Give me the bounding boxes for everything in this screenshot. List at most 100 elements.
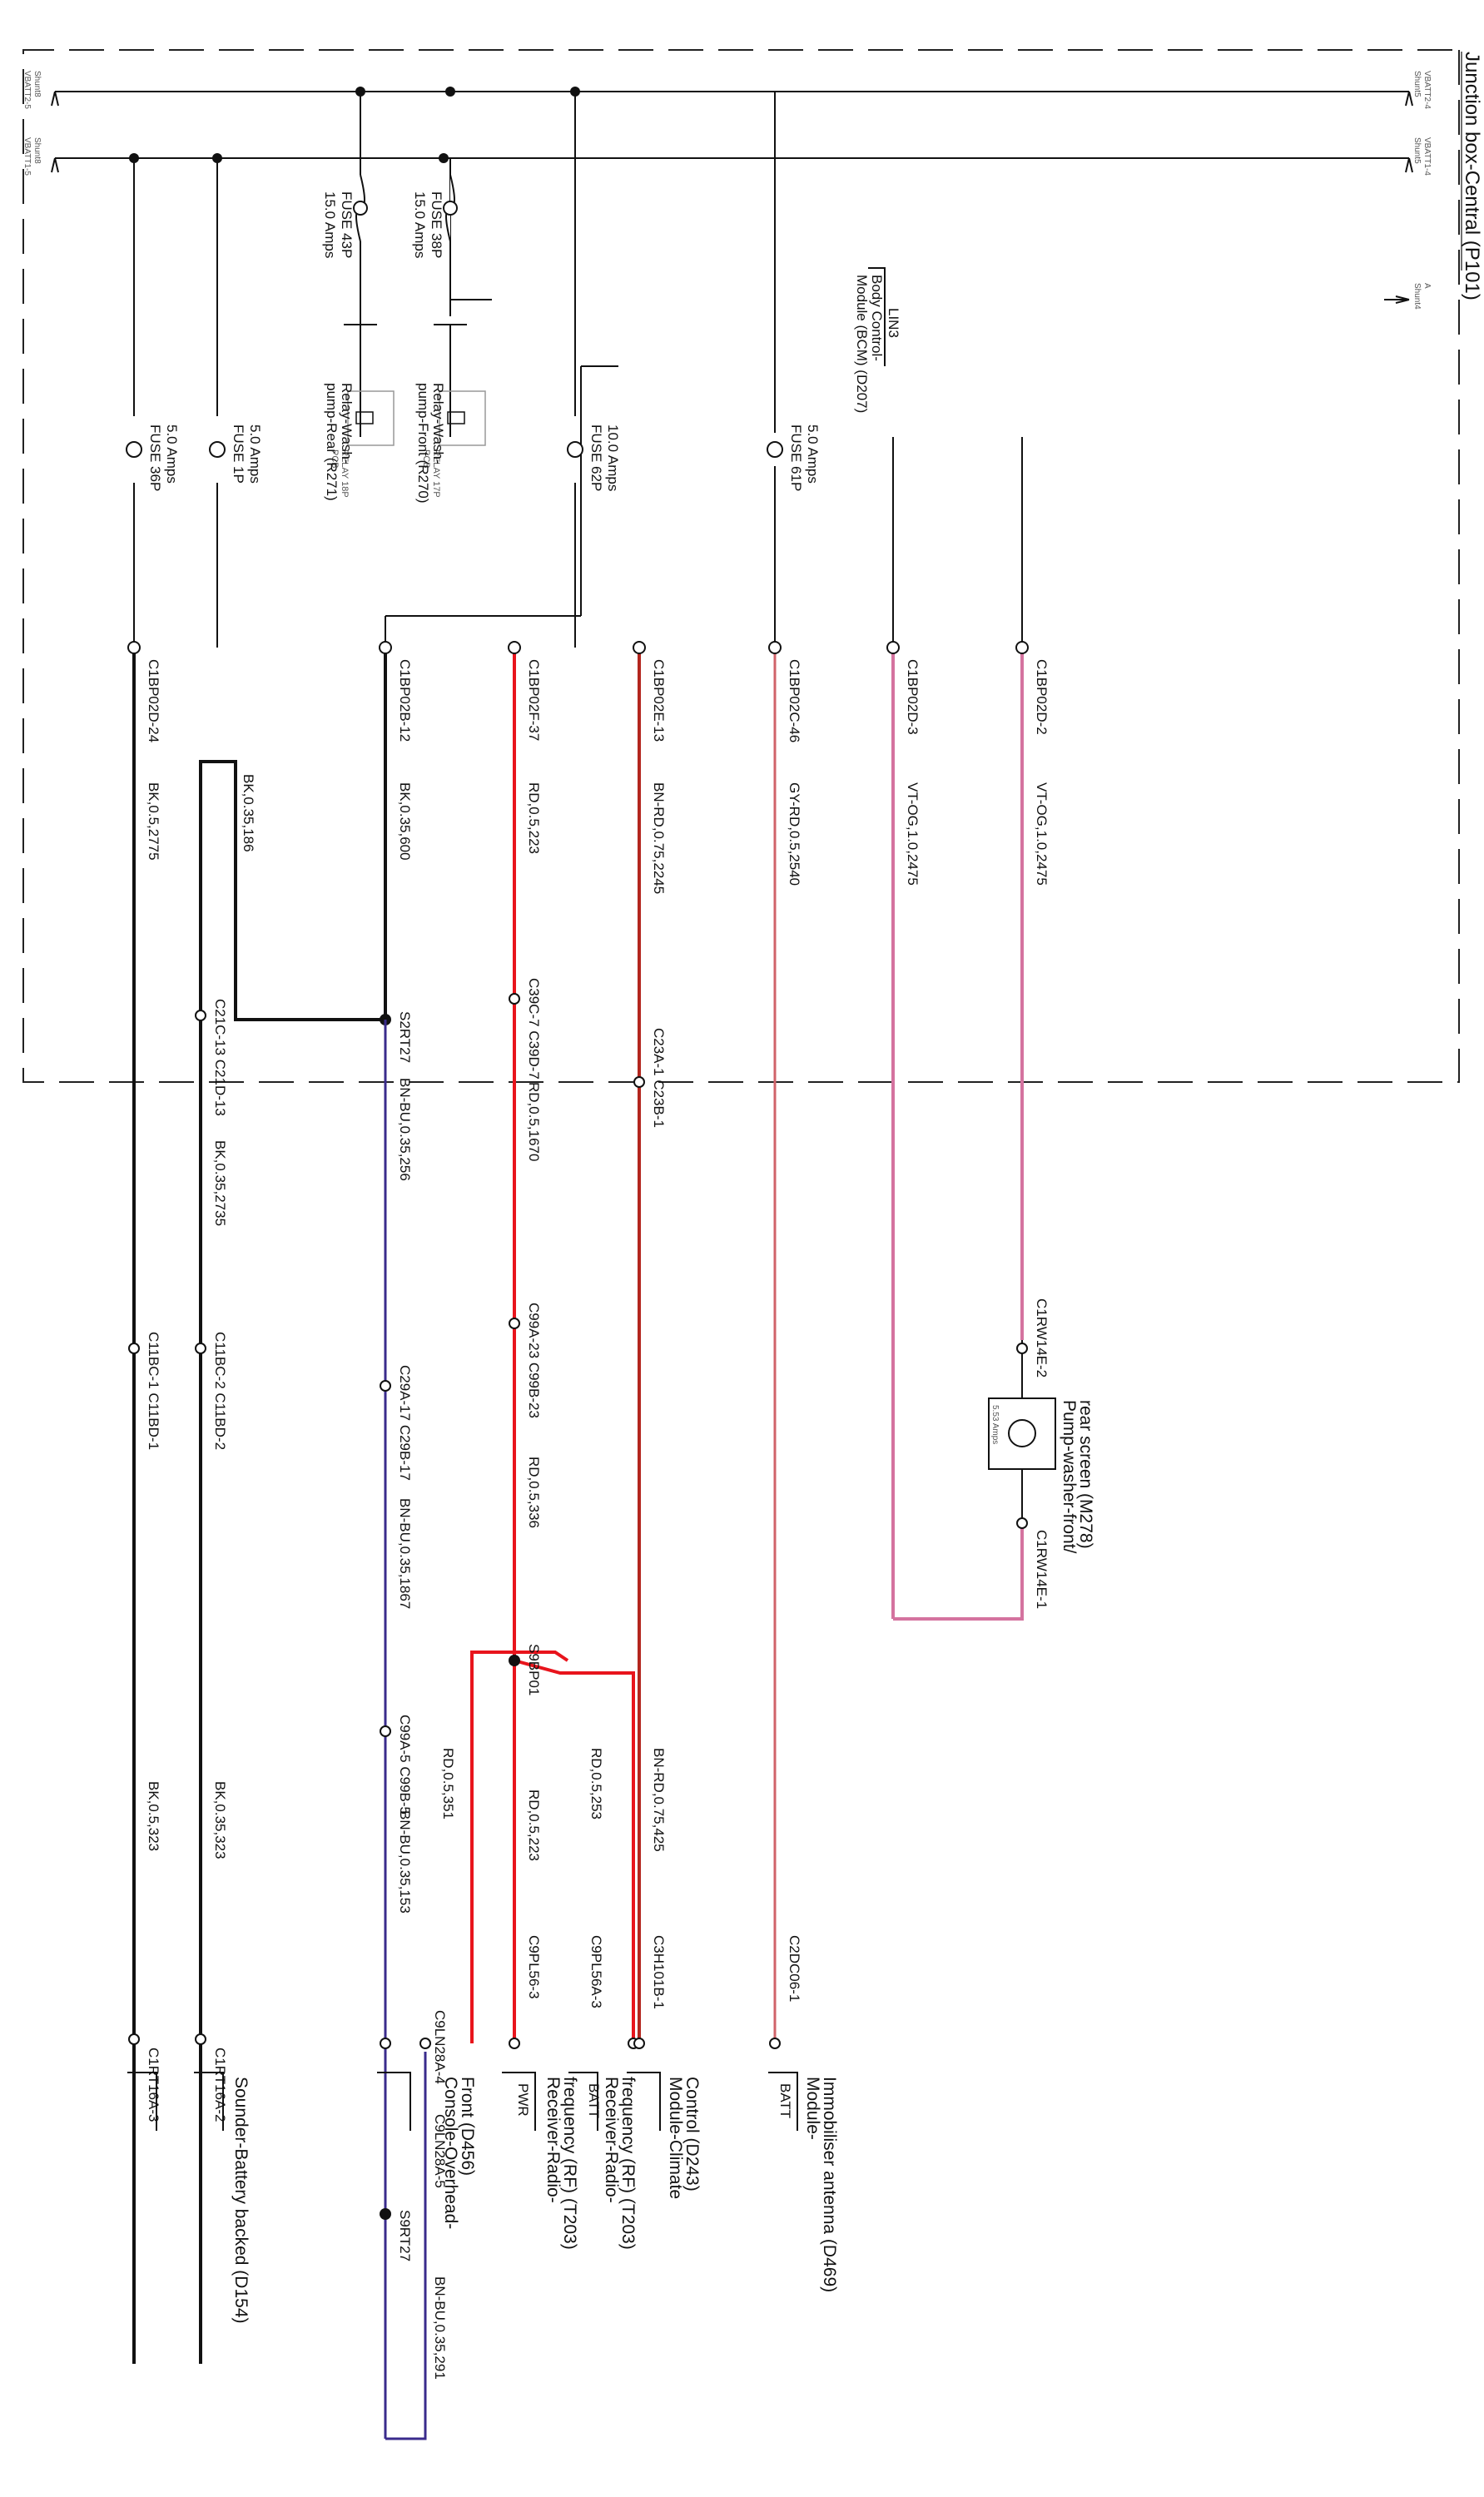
c3-splice-label: S9BP01 <box>526 1644 542 1695</box>
c2-end-label: C9LN28A-4 <box>432 2010 448 2084</box>
feed-label-a: A <box>1422 283 1432 289</box>
console-line1: Console-Overhead- <box>441 2077 460 2229</box>
c4-end-label: C3H101B-1 <box>651 1935 667 2009</box>
c5-pin-label: C1BP02C-46 <box>787 659 802 742</box>
device-labels: Sounder-Battery backed (D154) Console-Ov… <box>231 2077 839 2324</box>
c3-wire-b-label: RD,0.5,253 <box>588 1748 604 1819</box>
c7-pin-label: C1BP02D-2 <box>1034 659 1050 735</box>
c7-pin3-label: C1RW14E-1 <box>1034 1530 1050 1609</box>
c2-wire2-label: BN-BU,0.35,256 <box>397 1078 413 1181</box>
c7-pin2-label: C1RW14E-2 <box>1034 1298 1050 1378</box>
c5-end-connector <box>769 2038 781 2049</box>
immob-line1: Module- <box>803 2077 822 2140</box>
fuse-36p-symbol <box>126 441 142 458</box>
relay-labels: RELAY 18P PCB Relay-Wash- pump-Rear (R27… <box>324 383 446 504</box>
c2-wire4-label: BN-BU,0.35,153 <box>397 1810 413 1914</box>
c3-inline-connector <box>509 993 520 1005</box>
c2b-end-connector <box>195 2033 206 2045</box>
fuse-61p-symbol <box>767 441 783 458</box>
c1-inline-label: C11BC-1 C11BD-1 <box>146 1332 161 1450</box>
c2-inline2-label: C99A-5 C99B-5 <box>397 1715 413 1814</box>
c2-inline-connector <box>380 1380 391 1392</box>
rf-pwr-line2: frequency (RF) (T203) <box>560 2077 579 2250</box>
circuit-2: C1BP02B-12 BK,0.35,600 S2RT27 BN-BU,0.35… <box>379 641 448 2440</box>
c4-inline-label: C23A-1 C23B-1 <box>651 1028 667 1128</box>
c2b-inline2-label: C11BC-2 C11BD-2 <box>212 1332 228 1450</box>
relay-rear-box <box>347 390 395 446</box>
circuit-1: C1BP02D-24 BK,0.5,2775 C11BC-1 C11BD-1 B… <box>127 641 161 2364</box>
circuit-3: C1BP02F-37 RD,0.5,223 C39C-7 C39D-7 RD,0… <box>440 641 639 2049</box>
c5-pin-connector <box>768 641 782 654</box>
fuse-38p-symbol <box>443 174 458 242</box>
c2b-inline-connector <box>195 1010 206 1021</box>
c2-inline-label: C29A-17 C29B-17 <box>397 1365 413 1481</box>
c1-pin-label: C1BP02D-24 <box>146 659 161 742</box>
c7-pin3-connector <box>1016 1517 1028 1529</box>
c4-end-connector <box>633 2038 645 2049</box>
junction-box-title: Junction box-Central (P101) <box>1461 52 1483 300</box>
fuse-61p-rating: 5.0 Amps <box>805 424 821 484</box>
feed-label-vbatt1-4: VBATT1-4 <box>1422 137 1432 176</box>
relay-front-box <box>439 390 486 446</box>
c2b-inline-label: C21C-13 C21D-13 <box>212 999 228 1116</box>
c1-wire2-label: BK,0.5,323 <box>146 1781 161 1851</box>
feed-label-shunt5b: Shunt5 <box>1412 137 1422 164</box>
relay-rear-coil <box>355 411 374 424</box>
c2b-end-label: C1RT16A-2 <box>212 2048 228 2122</box>
climate-line2: Control (D243) <box>682 2077 702 2192</box>
rf-pwr-line1: Receiver-Radio- <box>543 2077 563 2203</box>
c3-end-label: C9PL56-3 <box>526 1935 542 1999</box>
immob-line2: Immobiliser antenna (D469) <box>820 2077 839 2292</box>
c7-wire-label: VT-OG,1.0,2475 <box>1034 782 1050 886</box>
relay-front-pcb2: PCB <box>421 449 431 469</box>
fuse-61p-name: FUSE 61P <box>788 424 804 491</box>
c2-end2-connector <box>419 2038 431 2049</box>
pump-line1: Pump-washer-front/ <box>1060 1400 1079 1554</box>
c2-wire-b-label: BK,0.35,186 <box>241 774 256 852</box>
feed-label-shunt8b: Shunt8 <box>32 137 42 164</box>
rf-batt-line2: frequency (RF) (T203) <box>618 2077 638 2250</box>
relay-rear-line2: pump-Rear (R271) <box>324 383 340 501</box>
c3-wire2-label: RD,0.5,1670 <box>526 1082 542 1161</box>
feed-a-arrow <box>1384 295 1410 304</box>
sounder-label: Sounder-Battery backed (D154) <box>231 2077 251 2324</box>
c6-pin-label: C1BP02D-3 <box>905 659 921 735</box>
fuse-43p-rating: 15.0 Amps <box>322 191 338 258</box>
c3-wire-a-label: RD,0.5,351 <box>440 1748 456 1819</box>
fuse-43p-symbol <box>353 174 368 242</box>
circuit-5: C1BP02C-46 GY-RD,0.5,2540 C2DC06-1 <box>768 92 802 2049</box>
fuse-38p-name: FUSE 38P <box>429 191 444 258</box>
circuit-4: C1BP02E-13 BN-RD,0.75,2245 C23A-1 C23B-1… <box>633 641 667 2049</box>
c2b-inline2-connector <box>195 1343 206 1354</box>
c7-pin-connector <box>1015 641 1029 654</box>
c2-wire-label: BK,0.35,600 <box>397 782 413 861</box>
fuse-36p-name: FUSE 36P <box>147 424 163 491</box>
c4-inline-connector <box>633 1076 645 1088</box>
c4-pin-label: C1BP02E-13 <box>651 659 667 742</box>
c3-splice-dot <box>509 1655 520 1666</box>
c2b-wire-label: BK,0.35,2735 <box>212 1140 228 1226</box>
c4-pin-connector <box>633 641 646 654</box>
c1-inline-connector <box>128 1343 140 1354</box>
bcm-block: Body Control- Module (BCM) (D207) LIN3 <box>854 267 901 413</box>
c2b-wire2-label: BK,0.35,323 <box>212 1781 228 1859</box>
motor-icon <box>1008 1419 1036 1447</box>
relay-front-coil <box>447 411 465 424</box>
immob-pin: BATT <box>777 2083 793 2118</box>
rail-junction-dots <box>129 87 580 163</box>
c7-pin2-connector <box>1016 1343 1028 1354</box>
feed-label-vbatt1-5: VBATT1-5 <box>22 137 32 176</box>
c1-end-connector <box>128 2033 140 2045</box>
device-brackets <box>127 2072 798 2131</box>
fuse-labels: FUSE 43P 15.0 Amps FUSE 38P 15.0 Amps FU… <box>147 191 821 491</box>
bcm-lin-label: LIN3 <box>886 308 901 338</box>
junction-box-boundary <box>22 49 1460 1083</box>
feed-label-shunt4: Shunt4 <box>1412 283 1422 310</box>
bcm-line2: Module (BCM) (D207) <box>854 275 870 413</box>
relay-front-line2: pump-Front (R270) <box>415 383 431 504</box>
c3-inline-label: C39C-7 C39D-7 <box>526 978 542 1080</box>
c1-pin-connector <box>127 641 141 654</box>
feed-label-vbatt2-5: VBATT2-5 <box>22 71 32 109</box>
